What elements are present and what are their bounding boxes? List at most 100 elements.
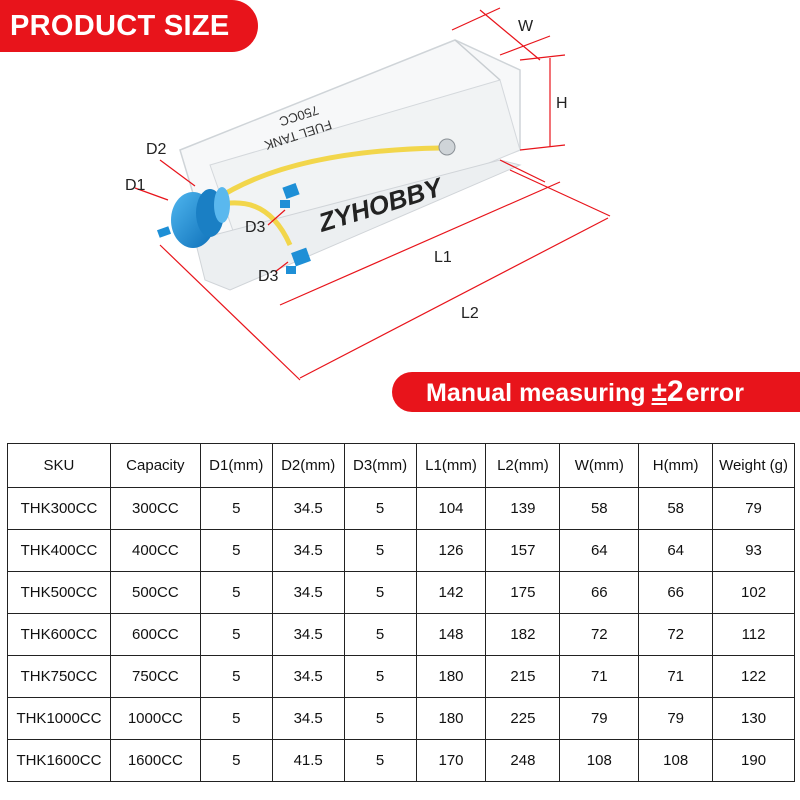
table-cell: 34.5 xyxy=(271,655,345,698)
table-cell: 72 xyxy=(638,613,714,656)
table-cell: 126 xyxy=(415,529,487,572)
dimension-label-l2: L2 xyxy=(461,305,479,322)
table-cell: 71 xyxy=(559,655,640,698)
table-cell: 5 xyxy=(343,655,417,698)
table-cell: 750CC xyxy=(109,655,201,698)
table-cell: 5 xyxy=(199,529,273,572)
clunk-weight xyxy=(438,138,456,156)
dimension-label-d3-lower: D3 xyxy=(258,268,279,285)
table-cell: 130 xyxy=(712,697,795,740)
table-cell: 5 xyxy=(199,697,273,740)
column-header: W(mm) xyxy=(559,443,640,488)
table-cell: 500CC xyxy=(109,571,201,614)
table-cell: 58 xyxy=(638,487,714,530)
table-cell: THK400CC xyxy=(7,529,111,572)
table-cell: 108 xyxy=(638,739,714,782)
table-cell: 157 xyxy=(485,529,561,572)
dimension-label-d2: D2 xyxy=(146,141,167,158)
table-cell: 34.5 xyxy=(271,613,345,656)
table-cell: 5 xyxy=(199,571,273,614)
table-cell: 215 xyxy=(485,655,561,698)
table-cell: THK600CC xyxy=(7,613,111,656)
table-cell: 5 xyxy=(343,697,417,740)
tank-body xyxy=(179,39,522,291)
dimension-label-w: W xyxy=(518,18,534,35)
table-cell: 182 xyxy=(485,613,561,656)
table-cell: 5 xyxy=(343,739,417,782)
table-cell: 64 xyxy=(638,529,714,572)
table-cell: 34.5 xyxy=(271,529,345,572)
table-cell: 41.5 xyxy=(271,739,345,782)
table-cell: 5 xyxy=(199,739,273,782)
table-cell: 175 xyxy=(485,571,561,614)
column-header: L1(mm) xyxy=(415,443,487,488)
table-cell: 400CC xyxy=(109,529,201,572)
table-cell: THK1600CC xyxy=(7,739,111,782)
table-cell: 66 xyxy=(638,571,714,614)
plus-minus-symbol: ± xyxy=(651,376,667,407)
column-header: D1(mm) xyxy=(199,443,273,488)
table-cell: 248 xyxy=(485,739,561,782)
table-cell: 102 xyxy=(712,571,795,614)
column-header: SKU xyxy=(7,443,111,488)
table-cell: 190 xyxy=(712,739,795,782)
note-suffix: error xyxy=(685,379,744,407)
table-cell: 58 xyxy=(559,487,640,530)
vent-nipple-upper xyxy=(280,182,300,208)
table-cell: 5 xyxy=(343,529,417,572)
dimension-label-d1: D1 xyxy=(125,177,146,194)
table-cell: 1600CC xyxy=(109,739,201,782)
table-cell: 79 xyxy=(638,697,714,740)
table-cell: 5 xyxy=(199,613,273,656)
table-cell: 104 xyxy=(415,487,487,530)
column-header: D2(mm) xyxy=(271,443,345,488)
vent-nipple-lower xyxy=(286,247,311,274)
dimension-label-h: H xyxy=(556,95,568,112)
note-number: 2 xyxy=(666,375,684,408)
table-cell: 600CC xyxy=(109,613,201,656)
fuel-tube xyxy=(213,145,441,203)
table-cell: 5 xyxy=(199,655,273,698)
note-prefix: Manual measuring xyxy=(426,379,646,407)
table-cell: 170 xyxy=(415,739,487,782)
table-cell: 112 xyxy=(712,613,795,656)
page-title: PRODUCT SIZE xyxy=(10,10,230,42)
column-header: Capacity xyxy=(109,443,201,488)
table-cell: 139 xyxy=(485,487,561,530)
dimension-label-d3-upper: D3 xyxy=(245,219,266,236)
table-cell: 148 xyxy=(415,613,487,656)
table-cell: THK500CC xyxy=(7,571,111,614)
table-cell: 142 xyxy=(415,571,487,614)
table-cell: 5 xyxy=(343,613,417,656)
table-cell: 108 xyxy=(559,739,640,782)
fuel-tank-illustration: FUEL TANK 750CC ZYHOBBY xyxy=(134,7,611,381)
measuring-error-note: Manual measuring±2error xyxy=(392,372,800,412)
table-cell: 5 xyxy=(343,487,417,530)
table-cell: 34.5 xyxy=(271,571,345,614)
column-header: D3(mm) xyxy=(343,443,417,488)
table-cell: 34.5 xyxy=(271,487,345,530)
table-cell: 72 xyxy=(559,613,640,656)
table-cell: 71 xyxy=(638,655,714,698)
table-cell: 5 xyxy=(343,571,417,614)
tank-cap xyxy=(156,187,230,248)
table-cell: THK300CC xyxy=(7,487,111,530)
table-cell: 225 xyxy=(485,697,561,740)
dimension-lines xyxy=(134,7,611,381)
table-cell: THK1000CC xyxy=(7,697,111,740)
page-title-banner: PRODUCT SIZE xyxy=(0,0,258,52)
table-cell: 79 xyxy=(559,697,640,740)
table-cell: 122 xyxy=(712,655,795,698)
table-cell: 66 xyxy=(559,571,640,614)
table-cell: 34.5 xyxy=(271,697,345,740)
column-header: L2(mm) xyxy=(485,443,561,488)
